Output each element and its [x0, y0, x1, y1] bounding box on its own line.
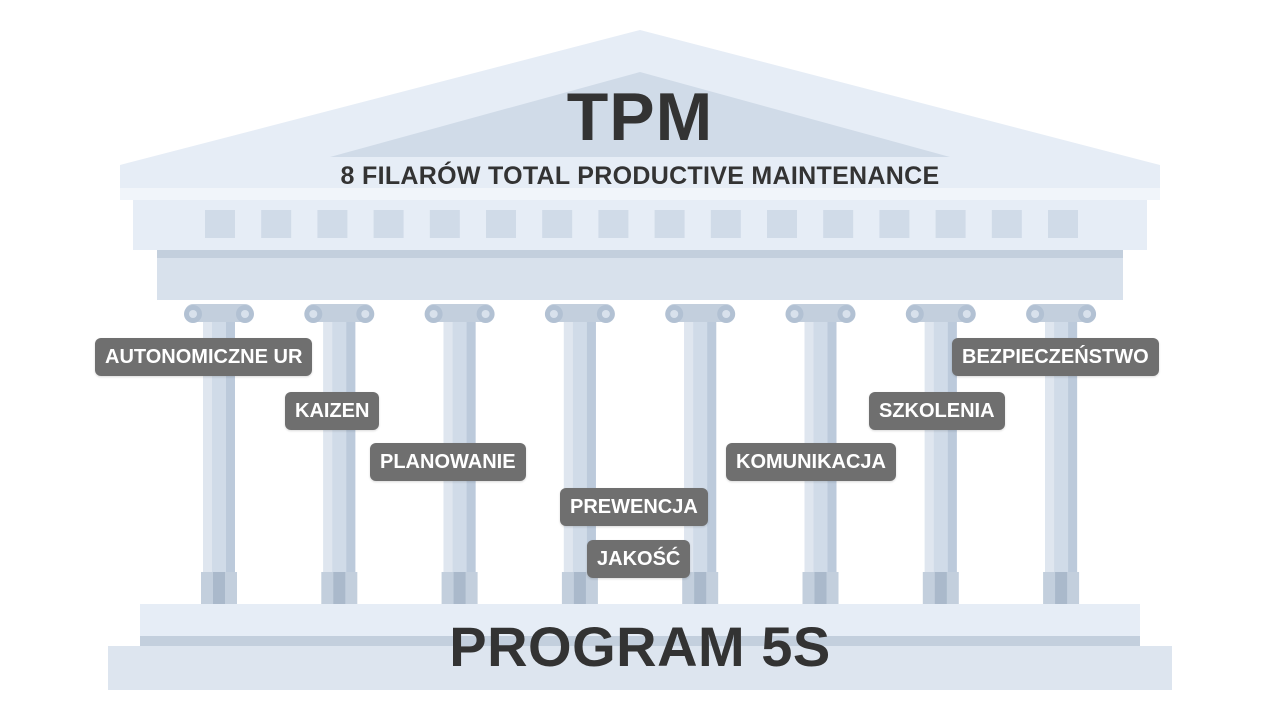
frieze-block [935, 210, 966, 238]
frieze-block [879, 210, 910, 238]
roof-ledge [120, 188, 1160, 200]
frieze [133, 200, 1147, 250]
frieze-block [373, 210, 404, 238]
frieze-block [486, 210, 516, 238]
column [905, 304, 976, 604]
column [1026, 304, 1097, 604]
pillar-label-komunikacja: KOMUNIKACJA [726, 443, 896, 481]
architrave-shadow [157, 250, 1123, 258]
pillar-label-bezpieczenstwo: BEZPIECZEŃSTWO [952, 338, 1159, 376]
roof-inner-triangle [330, 72, 950, 157]
pillar-label-kaizen: KAIZEN [285, 392, 380, 430]
frieze-block [654, 210, 685, 238]
column [665, 304, 736, 604]
frieze-block [991, 210, 1022, 238]
pillar-label-prewencja: PREWENCJA [560, 488, 708, 526]
frieze-block [205, 210, 235, 238]
base-step-line [140, 636, 1140, 646]
frieze-block [598, 210, 629, 238]
diagram-title: TPM [566, 79, 714, 155]
frieze-block [767, 210, 797, 238]
pillar-label-jakosc: JAKOŚĆ [587, 540, 691, 578]
pillar-label-szkolenia: SZKOLENIA [869, 392, 1005, 430]
frieze-block [710, 210, 741, 238]
frieze-block [429, 210, 460, 238]
pillar-label-planowanie: PLANOWANIE [370, 443, 526, 481]
base-step-upper [140, 604, 1140, 640]
architrave [157, 250, 1123, 300]
frieze-block [542, 210, 573, 238]
frieze-block [1048, 210, 1078, 238]
foundation-label: PROGRAM 5S [449, 615, 831, 678]
frieze-block [823, 210, 854, 238]
pillar-label-autonomiczne-ur: AUTONOMICZNE UR [95, 338, 313, 376]
frieze-block [317, 210, 348, 238]
diagram-subtitle: 8 FILARÓW TOTAL PRODUCTIVE MAINTENANCE [340, 162, 940, 190]
base-step-lower [108, 646, 1172, 690]
frieze-block [261, 210, 292, 238]
frieze-blocks [205, 210, 1078, 238]
column [304, 304, 375, 604]
